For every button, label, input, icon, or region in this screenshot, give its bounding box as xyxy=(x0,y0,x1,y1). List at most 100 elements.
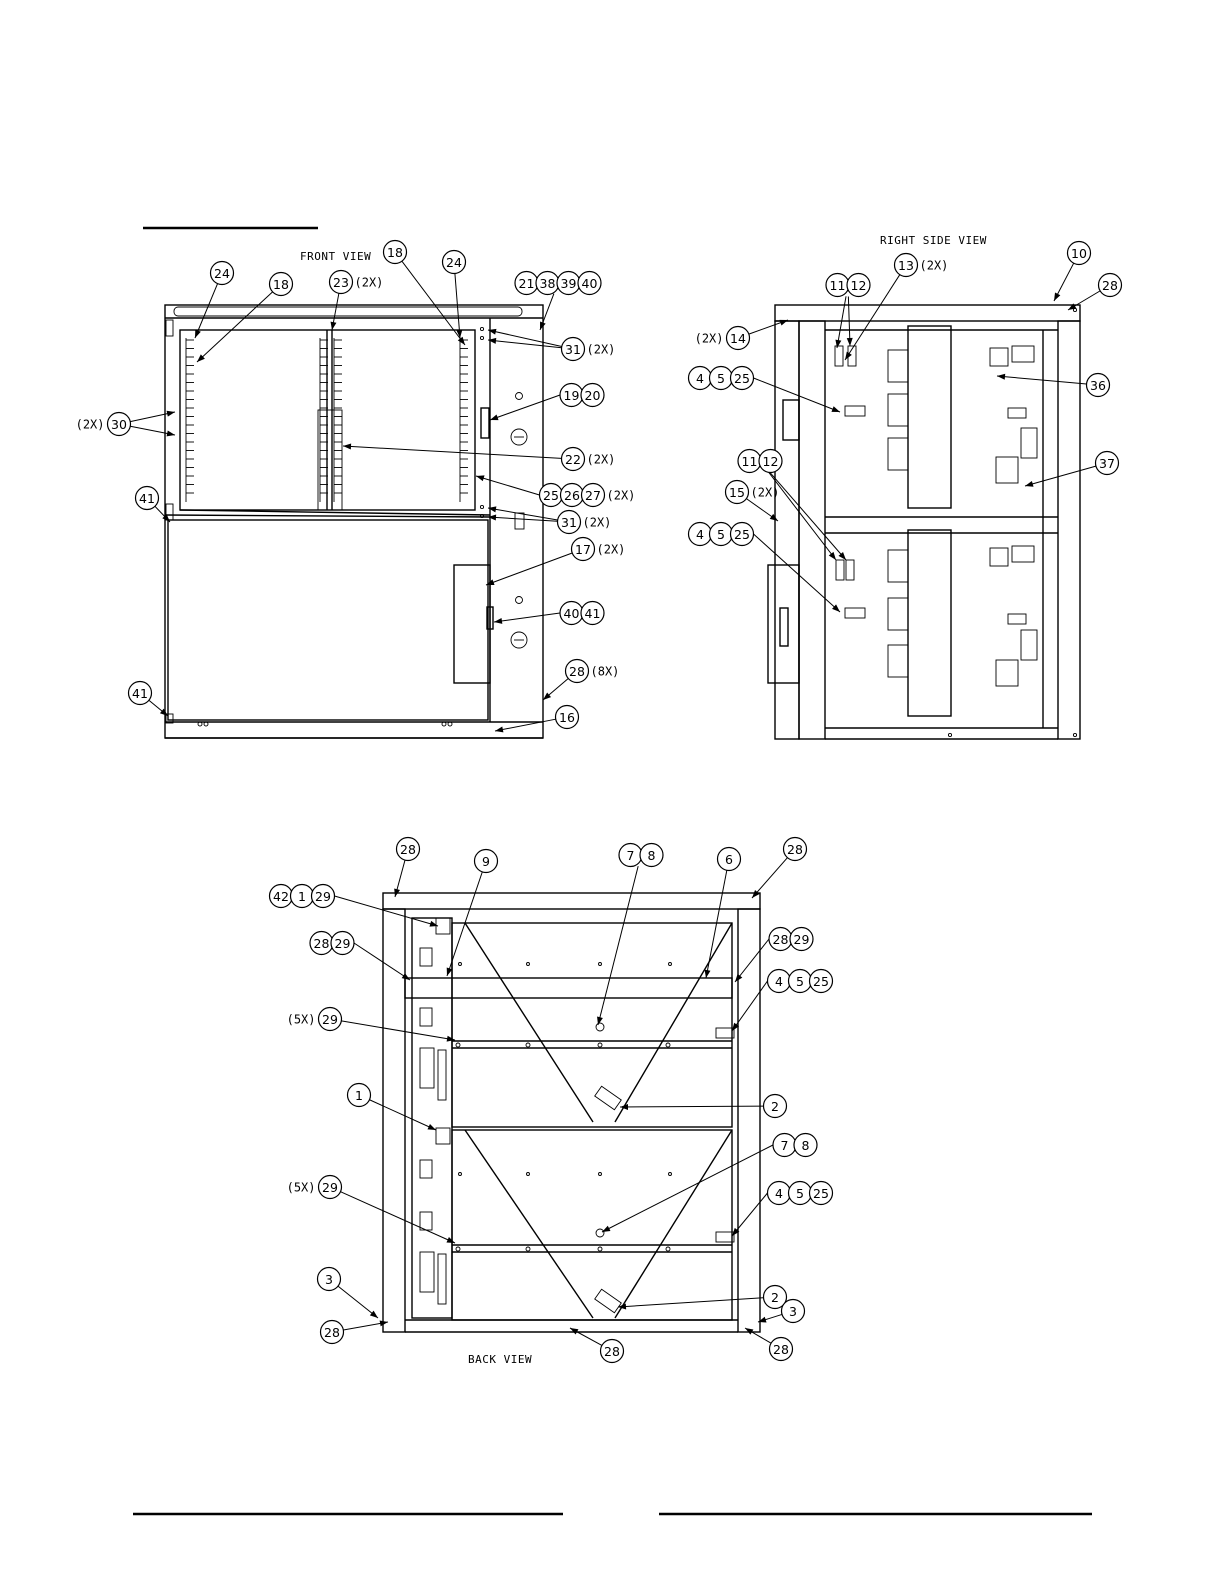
callout-quantity: (2X) xyxy=(587,343,616,357)
callout-bubble xyxy=(1085,372,1111,398)
callout-number: 18 xyxy=(387,245,403,260)
callout-number: 20 xyxy=(585,388,601,403)
callout-back-18: 28 xyxy=(319,1319,389,1345)
leader-line xyxy=(196,291,273,363)
callout-front-13: 17(2X) xyxy=(485,536,626,586)
callout-number: 24 xyxy=(446,255,462,270)
leader-line xyxy=(337,1285,379,1319)
callout-bubble xyxy=(382,239,408,265)
callout-number: 25 xyxy=(734,527,750,542)
leader-line xyxy=(493,612,561,623)
callout-bubble xyxy=(106,411,132,437)
callout-number: 4 xyxy=(775,1186,783,1201)
callout-quantity: (2X) xyxy=(607,489,636,503)
side-view-title: RIGHT SIDE VIEW xyxy=(880,234,987,247)
callout-front-9: 22(2X) xyxy=(342,443,615,472)
callout-number: 37 xyxy=(1099,456,1115,471)
callout-quantity: (5X) xyxy=(287,1013,316,1027)
callout-number: 22 xyxy=(565,452,581,467)
side-view: RIGHT SIDE VIEW xyxy=(767,234,1081,740)
callout-number: 7 xyxy=(627,848,635,863)
callout-number: 19 xyxy=(564,388,580,403)
leader-line xyxy=(494,718,556,732)
callout-number: 10 xyxy=(1071,246,1087,261)
callout-front-2: 23(2X) xyxy=(328,269,383,331)
callout-number: 40 xyxy=(582,276,598,291)
callout-number: 26 xyxy=(564,488,580,503)
leader-line xyxy=(341,1020,456,1041)
callout-side-6: 36 xyxy=(996,372,1111,398)
callout-number: 4 xyxy=(696,527,704,542)
callout-number: 25 xyxy=(813,1186,829,1201)
leader-line xyxy=(751,857,788,899)
callout-bubble xyxy=(762,1093,788,1119)
callout-front-11: 41 xyxy=(134,485,171,523)
callout-quantity: (2X) xyxy=(920,259,949,273)
callout-bubble xyxy=(729,365,755,391)
leader-line xyxy=(353,942,411,981)
leader-line xyxy=(847,296,851,347)
callout-quantity: (2X) xyxy=(597,543,626,557)
callout-side-3: 13(2X) xyxy=(844,252,949,361)
callout-number: 29 xyxy=(794,932,810,947)
callout-number: 29 xyxy=(322,1180,338,1195)
callout-bubble xyxy=(1097,272,1123,298)
leader-line xyxy=(836,296,847,349)
leader-line xyxy=(340,1191,456,1244)
callout-number: 38 xyxy=(540,276,556,291)
callout-number: 4 xyxy=(696,371,704,386)
back-view-title: BACK VIEW xyxy=(468,1353,532,1366)
callout-number: 2 xyxy=(771,1099,779,1114)
callout-number: 28 xyxy=(1102,278,1118,293)
callout-quantity: (8X) xyxy=(591,665,620,679)
callout-side-1: 28 xyxy=(1067,272,1123,311)
callout-number: 11 xyxy=(830,278,846,293)
callout-number: 41 xyxy=(132,686,148,701)
callout-number: 15 xyxy=(729,485,745,500)
leader-line xyxy=(342,445,562,459)
callout-number: 41 xyxy=(585,606,601,621)
callout-quantity: (2X) xyxy=(76,418,105,432)
callout-bubble xyxy=(316,1266,342,1292)
callout-bubble xyxy=(556,509,582,535)
leader-line xyxy=(619,1105,764,1108)
leader-line xyxy=(485,552,573,586)
callout-bubble xyxy=(762,1284,788,1310)
callout-front-3: 18 xyxy=(382,239,466,346)
callout-bubble xyxy=(554,704,580,730)
callout-number: 25 xyxy=(543,488,559,503)
leader-line xyxy=(766,469,837,561)
callout-number: 1 xyxy=(355,1088,363,1103)
callout-back-3: 6 xyxy=(704,846,742,979)
callout-number: 28 xyxy=(787,842,803,857)
callout-number: 5 xyxy=(717,527,725,542)
callout-number: 9 xyxy=(482,854,490,869)
leader-line xyxy=(1024,465,1097,487)
leader-line xyxy=(487,516,558,522)
callout-bubble xyxy=(846,272,871,298)
callout-bubble xyxy=(577,270,602,296)
callout-number: 8 xyxy=(802,1138,810,1153)
callout-number: 5 xyxy=(717,371,725,386)
callout-bubble xyxy=(328,269,354,295)
leader-line xyxy=(705,870,728,979)
callout-number: 2 xyxy=(771,1290,779,1305)
leader-line xyxy=(753,377,841,413)
callout-bubble xyxy=(441,249,467,275)
callout-number: 8 xyxy=(648,848,656,863)
callout-number: 28 xyxy=(324,1325,340,1340)
leader-line xyxy=(601,1144,774,1233)
callout-number: 4 xyxy=(775,974,783,989)
callout-quantity: (5X) xyxy=(287,1181,316,1195)
back-view: BACK VIEW xyxy=(382,892,761,1366)
callout-number: 21 xyxy=(519,276,535,291)
callout-bubble xyxy=(716,846,742,872)
callout-number: 28 xyxy=(400,842,416,857)
callout-back-4: 28 xyxy=(751,836,808,899)
